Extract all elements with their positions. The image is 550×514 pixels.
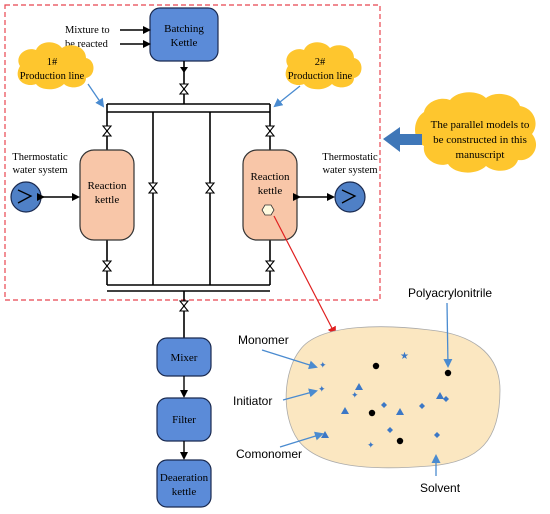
reaction-kettle-left: Reaction kettle <box>79 149 135 241</box>
solvent-label: Solvent <box>420 481 461 495</box>
polyacrylonitrile-arrow <box>443 302 453 368</box>
batching-kettle: Batching Kettle <box>149 7 219 62</box>
polyacrylonitrile-dot <box>444 369 452 377</box>
diamond-particle <box>381 402 387 408</box>
diamond-particle <box>443 396 449 402</box>
mixture-label-2: be reacted <box>65 39 109 50</box>
hexagon-marker <box>261 204 275 216</box>
production-line-2-cloud: 2# Production line <box>285 42 362 90</box>
filter: Filter <box>156 397 212 442</box>
production-line-2-label-2: Production line <box>288 71 353 82</box>
thermostatic-right-label-2: water system <box>322 165 377 176</box>
thermostatic-left: Thermostatic water system <box>10 152 80 213</box>
initiator-label: Initiator <box>233 394 272 408</box>
reaction-kettle-left-label-2: kettle <box>95 194 120 206</box>
filter-label: Filter <box>172 414 196 426</box>
production-line-1-arrow <box>87 83 105 108</box>
solvent-region <box>285 326 501 469</box>
mixer-label: Mixer <box>171 352 198 364</box>
valve-batching <box>178 83 190 95</box>
polyacrylonitrile-dot <box>372 362 380 370</box>
star-particle: ★ <box>400 351 409 362</box>
valve-right-bypass <box>204 182 216 194</box>
comonomer-triangle <box>341 407 349 414</box>
comonomer-triangle <box>355 383 363 390</box>
reaction-kettle-right-label-1: Reaction <box>250 171 290 183</box>
diamond-particle <box>419 403 425 409</box>
down-arrow-head <box>180 67 188 73</box>
reaction-kettle-right-label-2: kettle <box>258 185 283 197</box>
deaeration-kettle: Deaeration kettle <box>156 459 212 508</box>
star-particle: ✦ <box>367 440 375 450</box>
comonomer-triangle <box>436 392 444 399</box>
heat-exchanger-right-icon <box>334 181 366 213</box>
zoom-arrow <box>273 215 336 336</box>
thermostatic-right: Thermostatic water system <box>293 152 378 213</box>
comonomer-arrow <box>279 431 324 448</box>
mixture-label-1: Mixture to <box>65 25 110 36</box>
batching-kettle-label-1: Batching <box>164 23 204 35</box>
valve-right-top <box>264 125 276 137</box>
thermostatic-right-label-1: Thermostatic <box>322 152 378 163</box>
production-line-1-label-1: 1# <box>47 57 58 68</box>
reaction-kettle-left-label-1: Reaction <box>87 180 127 192</box>
reaction-kettle-right: Reaction kettle <box>242 149 298 241</box>
comonomer-triangle <box>396 408 404 415</box>
heat-exchanger-left-icon <box>10 181 42 213</box>
mixer: Mixer <box>156 337 212 377</box>
deaeration-label-2: kettle <box>172 486 197 498</box>
valve-left-bypass <box>147 182 159 194</box>
valve-left-bottom <box>101 260 113 272</box>
thermostatic-left-label-2: water system <box>12 165 67 176</box>
particles: ★ ✦ ✦ ✦ ✦ <box>318 351 452 450</box>
deaeration-label-1: Deaeration <box>160 472 209 484</box>
valve-outlet <box>178 300 190 312</box>
diamond-particle <box>434 432 440 438</box>
diamond-particle <box>387 427 393 433</box>
valves <box>101 83 276 312</box>
star-particle: ✦ <box>318 384 326 394</box>
thermostatic-left-label-1: Thermostatic <box>12 152 68 163</box>
parallel-models-label-3: manuscript <box>456 149 505 161</box>
parallel-models-cloud: The parallel models to be constructed in… <box>415 92 537 173</box>
polyacrylonitrile-label: Polyacrylonitrile <box>408 286 492 300</box>
valve-right-bottom <box>264 260 276 272</box>
star-particle: ✦ <box>351 390 359 400</box>
star-particle: ✦ <box>319 360 327 370</box>
monomer-arrow <box>261 349 318 370</box>
production-line-1-label-2: Production line <box>20 71 85 82</box>
valve-left-top <box>101 125 113 137</box>
initiator-arrow <box>282 388 318 401</box>
production-line-2-label-1: 2# <box>315 57 326 68</box>
parallel-models-label-2: be constructed in this <box>433 134 527 146</box>
batching-kettle-label-2: Kettle <box>171 37 198 49</box>
polyacrylonitrile-dot <box>368 409 376 417</box>
polyacrylonitrile-dot <box>396 437 404 445</box>
parallel-models-label-1: The parallel models to <box>431 119 530 131</box>
comonomer-label: Comonomer <box>236 447 302 461</box>
parallel-models-arrow-icon <box>383 127 422 152</box>
production-line-1-cloud: 1# Production line <box>17 42 94 90</box>
monomer-label: Monomer <box>238 333 289 347</box>
parallel-model-boundary <box>4 4 381 301</box>
production-line-2-arrow <box>273 85 301 108</box>
